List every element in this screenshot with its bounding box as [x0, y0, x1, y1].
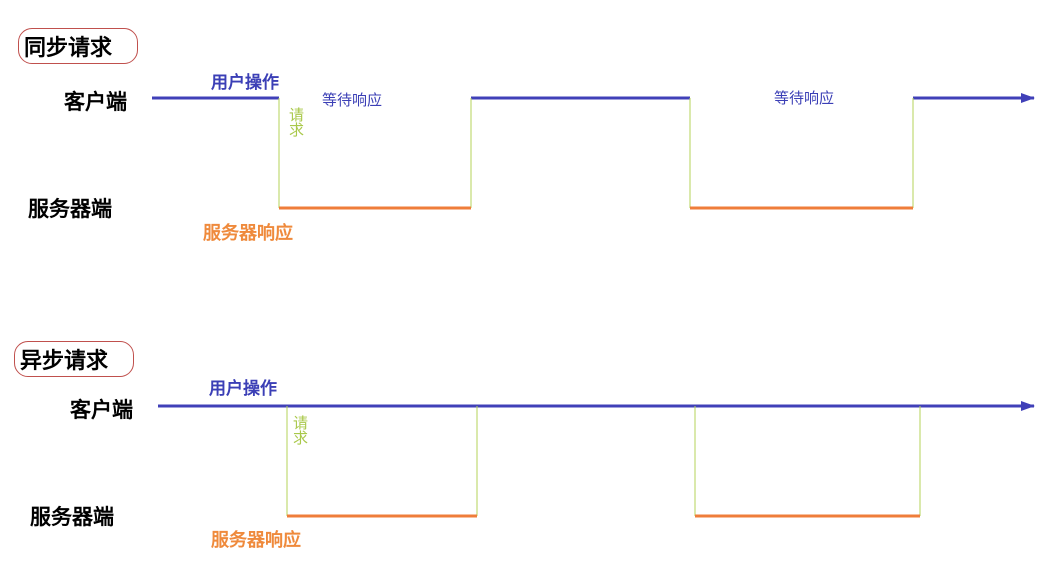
async-title: 异步请求	[20, 348, 109, 374]
async-server-response-label: 服务器响应	[211, 530, 301, 551]
sync-server-label: 服务器端	[28, 196, 112, 221]
async-title-circle	[14, 341, 134, 377]
sync-request-label: 请求	[287, 107, 305, 137]
sync-user-action-label: 用户操作	[211, 73, 279, 93]
async-user-action-label: 用户操作	[209, 379, 277, 399]
sync-title-circle	[18, 28, 138, 64]
sync-title: 同步请求	[24, 35, 113, 61]
sync-wait-label-1: 等待响应	[322, 91, 383, 109]
async-server-label: 服务器端	[30, 504, 114, 529]
sync-server-response-label: 服务器响应	[203, 223, 293, 244]
sync-client-label: 客户端	[64, 89, 127, 114]
sync-wait-label-2: 等待响应	[774, 89, 835, 107]
async-request-label: 请求	[291, 415, 309, 445]
async-client-label: 客户端	[70, 397, 133, 422]
